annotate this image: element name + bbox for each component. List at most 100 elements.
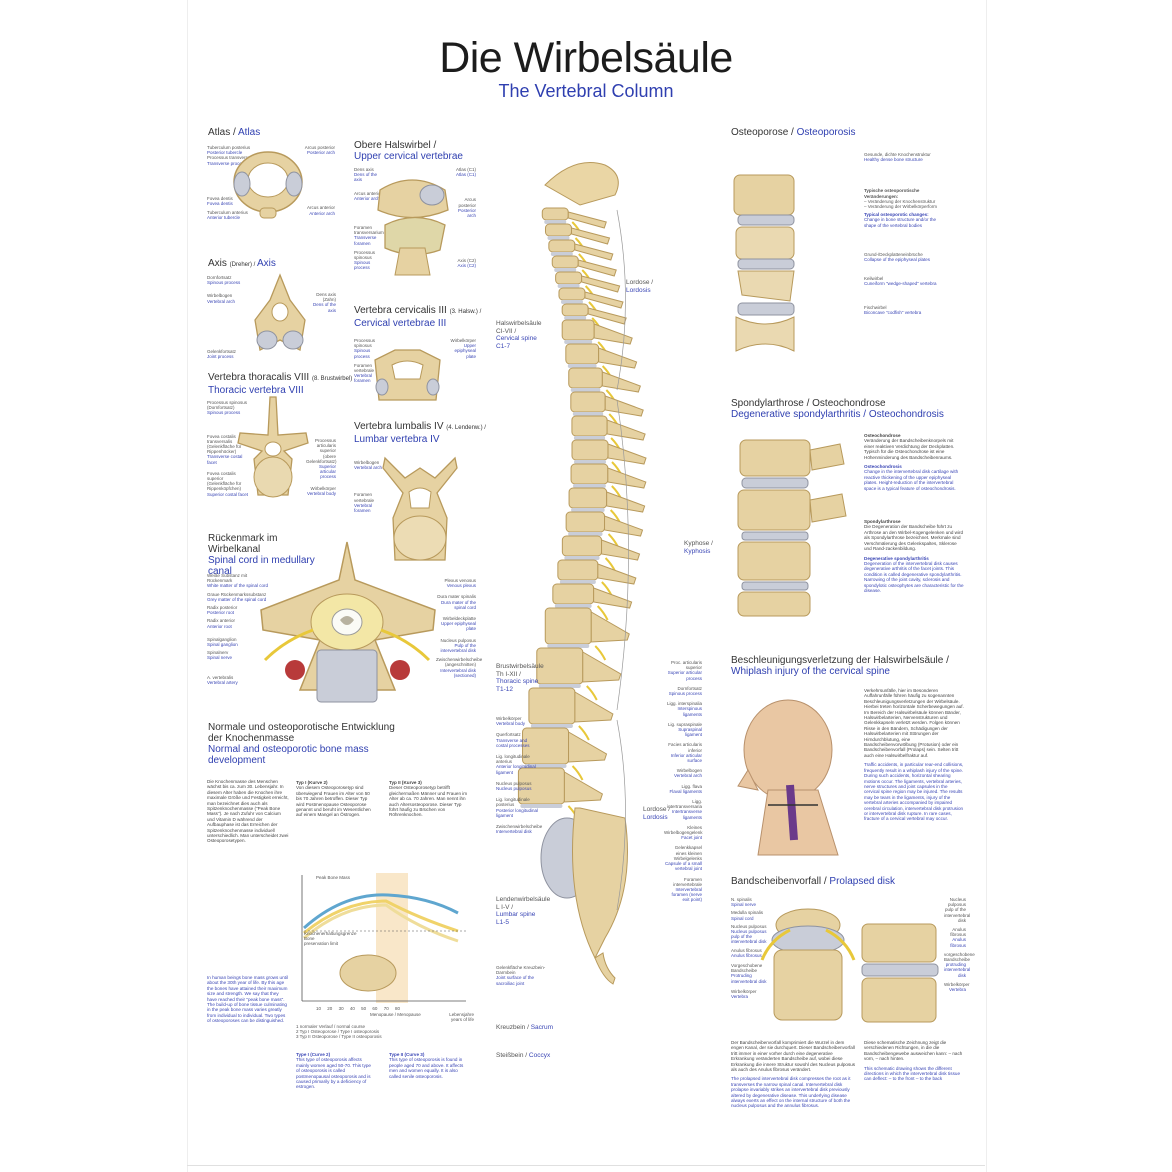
whiplash-heading: Beschleunigungsverletzung der Halswirbel… bbox=[731, 655, 949, 677]
vertebra-body bbox=[570, 391, 606, 413]
vertebra-body bbox=[544, 607, 592, 645]
bone-mass-chart-svg bbox=[301, 873, 466, 1003]
spine-illustration bbox=[517, 162, 647, 985]
axis-heading: Axis (Dreher) / Axis bbox=[208, 258, 276, 269]
spinal-nerve bbox=[596, 605, 609, 621]
spondyl-text: Osteochondrose Veränderung der Bandschei… bbox=[864, 433, 964, 593]
bone-mass-chart: Peak Bone Mass Knochenerhaltungsgrenze B… bbox=[298, 873, 473, 1011]
osteoporosis-illustration bbox=[733, 174, 795, 352]
spinous-process bbox=[584, 291, 624, 309]
vertebra-body bbox=[548, 239, 576, 253]
intervertebral-disk bbox=[550, 252, 573, 256]
curve-type1 bbox=[303, 899, 459, 935]
vertebra-body bbox=[552, 583, 595, 605]
spinal-nerve bbox=[594, 645, 607, 661]
vertebra-body bbox=[571, 439, 609, 461]
intervertebral-disk bbox=[557, 284, 580, 288]
spinal-nerve bbox=[586, 685, 598, 701]
vertebra-body bbox=[541, 207, 569, 221]
sacrum-label: Kreuzbein / Sacrum bbox=[496, 1024, 554, 1031]
vertebra-body bbox=[570, 463, 609, 485]
chart-threshold-label: Knochenerhaltungsgrenze Bone preservatio… bbox=[304, 931, 357, 947]
vertebra-body bbox=[565, 343, 600, 365]
type1-en-block: Type I (Curve 2) This type of osteoporos… bbox=[296, 1052, 371, 1090]
type2-de-block: Typ II (Kurve 3) Dieser Osteoporosetyp b… bbox=[389, 780, 468, 818]
chart-x-label-de: Menopause / Menopause bbox=[370, 1012, 421, 1017]
spinous-process bbox=[574, 243, 614, 261]
poster-bottom-edge bbox=[187, 1165, 985, 1166]
prolapse-text: Der Bandscheibenvorfall komprimiert die … bbox=[731, 1040, 856, 1109]
lumbar4-illustration bbox=[382, 456, 458, 561]
upper-cervical-illustration bbox=[377, 179, 449, 276]
spinous-process bbox=[582, 651, 622, 683]
spinous-process bbox=[606, 419, 646, 441]
intervertebral-disk bbox=[568, 532, 603, 536]
spinous-process bbox=[593, 587, 633, 609]
chart-peak-label: Peak Bone Mass bbox=[316, 875, 351, 880]
vertebra-body bbox=[568, 367, 603, 389]
atlas-heading: Atlas / Atlas bbox=[208, 127, 261, 138]
vertebra-body bbox=[561, 535, 603, 557]
spinous-process bbox=[607, 443, 647, 465]
poster-title-english: The Vertebral Column bbox=[498, 81, 674, 101]
thoracic-heading: Vertebra thoracalis VIII (8. Brustwirbel… bbox=[208, 372, 353, 396]
axis-labels-right: Dens axis (Zahn)Dens of the axis bbox=[312, 292, 336, 313]
intervertebral-disk bbox=[554, 268, 577, 272]
chart-x-ticks: 10 20 30 40 50 60 70 80 bbox=[316, 1006, 400, 1011]
chart-legend: 1 normaler Verlauf / normal course 2 Typ… bbox=[296, 1024, 382, 1040]
intervertebral-disk bbox=[520, 804, 563, 808]
vertebra-body bbox=[565, 511, 606, 533]
bone-mass-text-de: Die Knochenmasse des Menschen wächst bis… bbox=[207, 779, 289, 844]
curvature-lines bbox=[616, 209, 629, 911]
prolapse-heading: Bandscheibenvorfall / Prolapsed disk bbox=[731, 876, 895, 887]
intervertebral-disk bbox=[560, 300, 583, 304]
type1-de-block: Typ I (Kurve 2) Von diesem Osteoporosety… bbox=[296, 780, 371, 818]
intervertebral-disk bbox=[547, 236, 570, 240]
vertebra-body bbox=[558, 287, 586, 301]
bone-mass-text-en: In human beings bone mass grows until ab… bbox=[207, 975, 288, 1024]
intervertebral-disk bbox=[567, 364, 597, 368]
kyphosis-label: Kyphose /Kyphosis bbox=[684, 540, 713, 555]
intervertebral-disk bbox=[570, 388, 601, 392]
spinous-process bbox=[607, 467, 647, 489]
spinous-process bbox=[593, 323, 633, 345]
intervertebral-disk bbox=[573, 460, 606, 464]
spinous-process bbox=[587, 307, 627, 325]
vertebra-body bbox=[544, 223, 572, 237]
thoracic-vertebra-illustration bbox=[237, 396, 309, 498]
intervertebral-disk bbox=[554, 604, 592, 608]
intervertebral-disk bbox=[573, 484, 606, 488]
spinal-cord-illustration bbox=[260, 541, 436, 703]
cervical3-heading: Vertebra cervicalis III (3. Halsw.) / Ce… bbox=[354, 305, 482, 329]
intervertebral-disk bbox=[564, 316, 587, 320]
bone-mass-heading: Normale und osteoporotische Entwicklung … bbox=[208, 722, 395, 766]
lordosis-upper-label: Lordose /Lordosis bbox=[626, 279, 654, 294]
lumbar4-heading: Vertebra lumbalis IV (4. Lendenw.) / Lum… bbox=[354, 421, 486, 445]
intervertebral-disk bbox=[572, 412, 604, 416]
vertebra-body bbox=[571, 415, 608, 437]
whiplash-illustration bbox=[737, 699, 839, 856]
whiplash-text: Verkehrsunfälle, hier im Besonderen Auff… bbox=[864, 688, 964, 822]
osteoporosis-heading: Osteoporose / Osteoporosis bbox=[731, 127, 856, 138]
intervertebral-disk bbox=[564, 340, 593, 344]
upper-cervical-heading: Obere Halswirbel /Upper cervical vertebr… bbox=[354, 140, 463, 162]
prolapse-illustration-left bbox=[760, 908, 856, 1021]
thoracic-labels-left: Processus spinosus (Dornfortsatz)Spinous… bbox=[207, 400, 249, 497]
intervertebral-disk bbox=[530, 724, 573, 728]
pelvis-icon bbox=[339, 954, 397, 992]
spinous-process bbox=[568, 731, 608, 763]
spondyl-illustration bbox=[737, 439, 847, 617]
coccyx bbox=[594, 952, 616, 985]
spinous-process bbox=[567, 211, 607, 229]
